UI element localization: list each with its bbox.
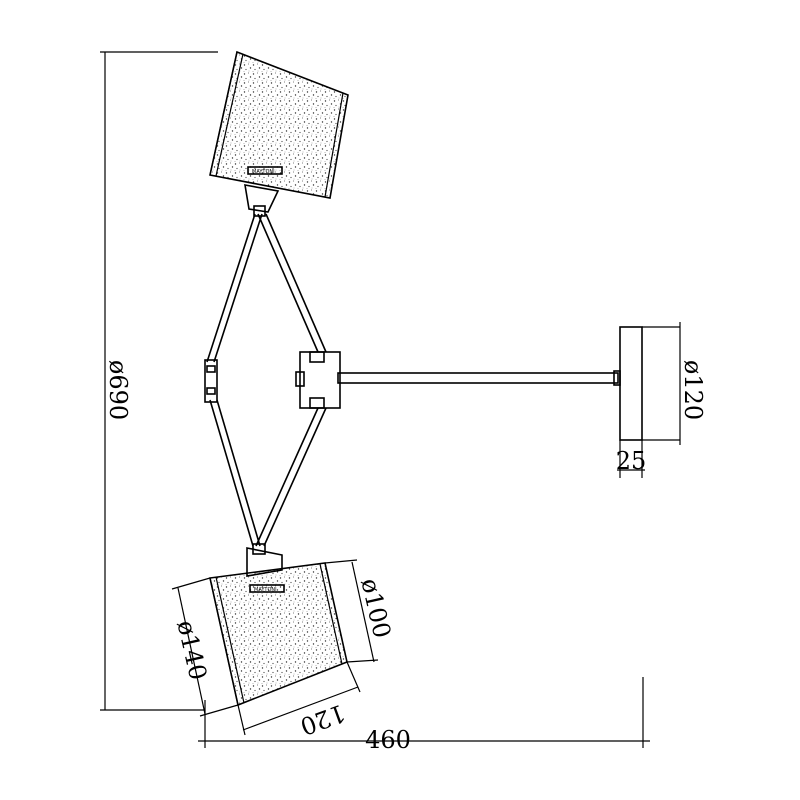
upper-shade: MAYTONI (209, 50, 349, 217)
overall-width-label: 460 (365, 726, 411, 754)
height-dimension (100, 51, 218, 711)
shade-top-diameter-dimension (324, 559, 379, 663)
lower-arm (209, 399, 327, 547)
central-hub (295, 351, 341, 409)
shade-label-upper: MAYTONI (252, 169, 275, 175)
shade-label-lower: MAYTONI (254, 587, 277, 593)
horizontal-arm (337, 370, 621, 386)
upper-arm (206, 213, 327, 363)
shade-height-label: 120 (296, 699, 349, 741)
lower-shade: MAYTONI (209, 543, 348, 707)
left-knuckle-joint (204, 359, 218, 403)
shade-top-diameter-label: ø100 (355, 576, 396, 641)
shade-height-dimension (237, 661, 361, 736)
width-dimension (198, 677, 650, 748)
shade-bottom-diameter-dimension (171, 577, 239, 717)
shade-bottom-diameter-label: ø140 (171, 618, 212, 683)
base-depth-label: 25 (616, 447, 647, 475)
base-diameter-label: ø120 (679, 360, 707, 420)
overall-height-label: ø690 (104, 360, 132, 420)
